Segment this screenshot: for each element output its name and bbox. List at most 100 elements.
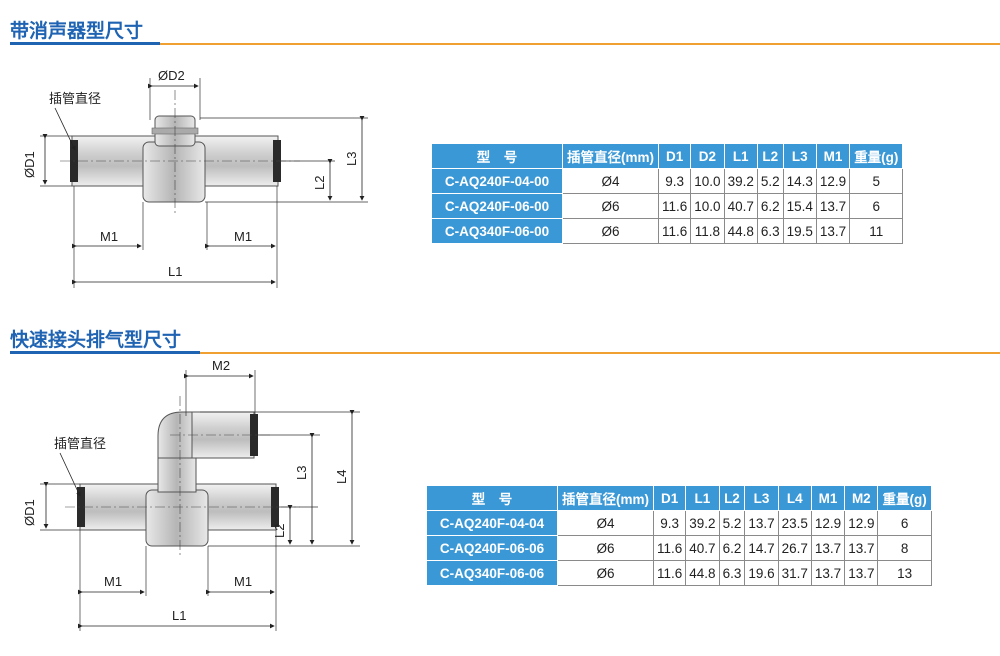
label-m2: M2	[212, 358, 230, 373]
cell: 6.2	[718, 535, 746, 561]
table-row: C-AQ340F-06-00 Ø6 11.6 11.8 44.8 6.3 19.…	[431, 218, 904, 244]
header-l2: L2	[718, 485, 746, 511]
header-weight: 重量(g)	[849, 143, 904, 169]
header-d2: D2	[690, 143, 725, 169]
cell: 5.2	[718, 510, 746, 536]
cell: 13.7	[815, 193, 851, 219]
cell: 11.8	[690, 218, 725, 244]
cell-model: C-AQ340F-06-00	[431, 218, 563, 244]
cell: 10.0	[690, 193, 725, 219]
cell: 19.5	[782, 218, 817, 244]
riser	[157, 455, 197, 493]
section1-title-underline	[10, 42, 160, 45]
section1-divider	[160, 43, 1000, 45]
label-m1-right: M1	[234, 229, 252, 244]
cell: 13.7	[844, 560, 879, 586]
right-collet	[271, 487, 279, 527]
cell: 40.7	[685, 535, 720, 561]
table-row: C-AQ240F-06-06 Ø6 11.6 40.7 6.2 14.7 26.…	[426, 535, 932, 561]
header-l3: L3	[782, 143, 817, 169]
label-m1-left: M1	[104, 574, 122, 589]
header-m1: M1	[810, 485, 846, 511]
cell: 31.7	[777, 560, 812, 586]
cell-model: C-AQ240F-04-00	[431, 168, 563, 194]
cell: 26.7	[777, 535, 812, 561]
cell: 9.3	[657, 168, 692, 194]
cell: 9.3	[652, 510, 687, 536]
cell: 5.2	[756, 168, 784, 194]
section2-title: 快速接头排气型尺寸	[10, 330, 182, 351]
cell: 8	[877, 535, 932, 561]
cell: 23.5	[777, 510, 812, 536]
table-row: C-AQ340F-06-06 Ø6 11.6 44.8 6.3 19.6 31.…	[426, 560, 932, 586]
cell: 11.6	[657, 218, 692, 244]
cell-model: C-AQ240F-04-04	[426, 510, 558, 536]
cell: 12.9	[815, 168, 851, 194]
header-model: 型 号	[431, 143, 563, 169]
section2-spec-table: 型 号 插管直径(mm) D1 L1 L2 L3 L4 M1 M2 重量(g) …	[426, 485, 932, 586]
section2-divider	[200, 352, 1000, 354]
header-tube-diameter: 插管直径(mm)	[562, 143, 659, 169]
cell: 11.6	[657, 193, 692, 219]
cell: 39.2	[723, 168, 758, 194]
cell-model: C-AQ240F-06-06	[426, 535, 558, 561]
cell: 6	[849, 193, 904, 219]
section2-drawing: M2 插管直径 ØD1 L4 L3 L2 M1 M1 L1	[22, 358, 360, 631]
header-model: 型 号	[426, 485, 558, 511]
cell-model: C-AQ340F-06-06	[426, 560, 558, 586]
cell: 13.7	[810, 535, 846, 561]
label-tube-diameter: 插管直径	[49, 91, 101, 106]
label-d2: ØD2	[158, 68, 185, 83]
cell: 12.9	[844, 510, 879, 536]
header-l1: L1	[685, 485, 720, 511]
cell: Ø6	[557, 535, 654, 561]
cell: 39.2	[685, 510, 720, 536]
label-d1: ØD1	[22, 151, 37, 178]
cell: 44.8	[723, 218, 758, 244]
cell: Ø4	[557, 510, 654, 536]
header-m2: M2	[844, 485, 879, 511]
cell: 6.2	[756, 193, 784, 219]
cell: 6.3	[718, 560, 746, 586]
cell: 6.3	[756, 218, 784, 244]
cell: 13.7	[744, 510, 779, 536]
header-d1: D1	[652, 485, 687, 511]
section1-spec-table: 型 号 插管直径(mm) D1 D2 L1 L2 L3 M1 重量(g) C-A…	[431, 143, 904, 244]
header-tube-diameter: 插管直径(mm)	[557, 485, 654, 511]
label-tube-diameter: 插管直径	[54, 436, 106, 451]
label-l1: L1	[168, 264, 182, 279]
section1-title: 带消声器型尺寸	[10, 21, 144, 42]
cell: 44.8	[685, 560, 720, 586]
cell: 15.4	[782, 193, 817, 219]
cell: 40.7	[723, 193, 758, 219]
section2-title-underline	[10, 351, 200, 354]
cell: 12.9	[810, 510, 846, 536]
table-row: C-AQ240F-04-00 Ø4 9.3 10.0 39.2 5.2 14.3…	[431, 168, 904, 194]
cell-model: C-AQ240F-06-00	[431, 193, 563, 219]
cell: 13	[877, 560, 932, 586]
cell: Ø6	[562, 218, 659, 244]
cell: 5	[849, 168, 904, 194]
left-collet	[77, 487, 85, 527]
cell: 11.6	[652, 535, 687, 561]
center-nut	[145, 489, 209, 547]
cell: 13.7	[844, 535, 879, 561]
cell: 11	[849, 218, 904, 244]
header-l2: L2	[756, 143, 784, 169]
header-weight: 重量(g)	[877, 485, 932, 511]
label-l3: L3	[344, 152, 359, 166]
cell: Ø6	[562, 193, 659, 219]
label-d1: ØD1	[22, 499, 37, 526]
label-l3: L3	[294, 466, 309, 480]
branch-collet	[250, 414, 258, 456]
table-header-row: 型 号 插管直径(mm) D1 L1 L2 L3 L4 M1 M2 重量(g)	[426, 485, 932, 511]
table-header-row: 型 号 插管直径(mm) D1 D2 L1 L2 L3 M1 重量(g)	[431, 143, 904, 169]
header-l3: L3	[744, 485, 779, 511]
label-l2: L2	[312, 176, 327, 190]
cell: 6	[877, 510, 932, 536]
label-m1-right: M1	[234, 574, 252, 589]
cell: 10.0	[690, 168, 725, 194]
cell: 13.7	[815, 218, 851, 244]
table-row: C-AQ240F-04-04 Ø4 9.3 39.2 5.2 13.7 23.5…	[426, 510, 932, 536]
cell: 14.3	[782, 168, 817, 194]
